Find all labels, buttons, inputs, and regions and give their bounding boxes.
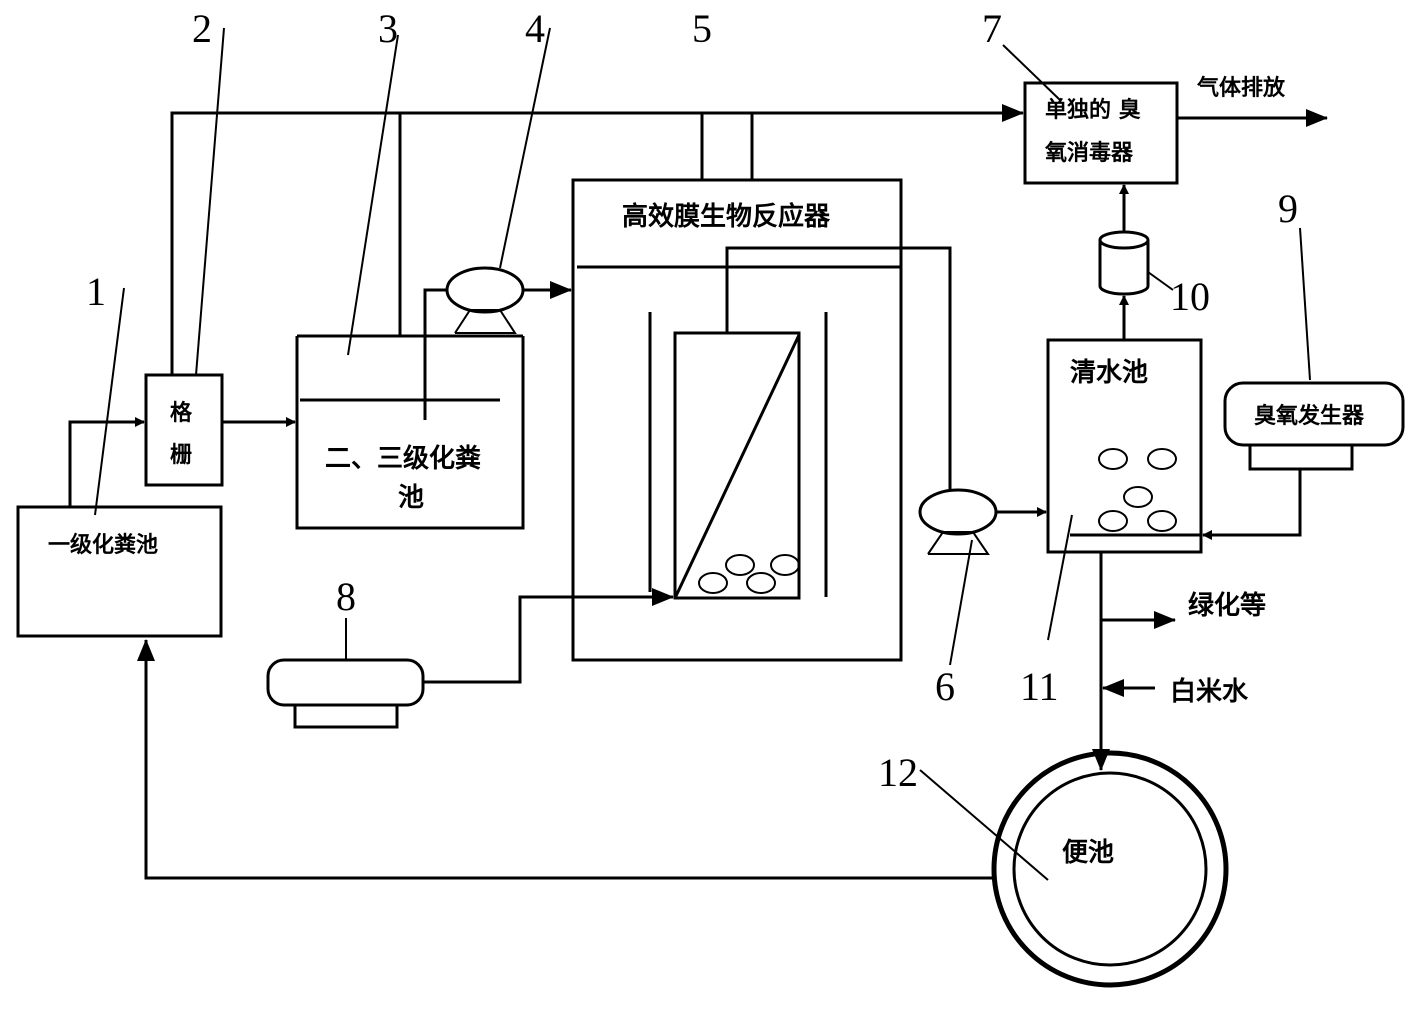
ozone-disinfector: 单独的 臭 氧消毒器 <box>1023 81 1179 185</box>
primary-septic-tank-label: 一级化粪池 <box>48 532 158 558</box>
clear-water-tank: 清水池 <box>1046 338 1203 554</box>
pump-6 <box>918 488 998 555</box>
bar-screen: 格 栅 <box>144 373 224 487</box>
label-num-3: 3 <box>378 6 398 51</box>
flow-toilet-to-primary <box>137 639 994 880</box>
bubble <box>770 554 800 576</box>
flow-mbr-to-pump6 <box>725 246 952 490</box>
label-num-7: 7 <box>982 6 1002 51</box>
membrane-diagonal <box>674 334 801 597</box>
bar-screen-label-2: 栅 <box>170 443 192 468</box>
label-num-11: 11 <box>1020 664 1059 709</box>
toilet-tank-label: 便池 <box>1062 838 1114 868</box>
membrane-bioreactor: 高效膜生物反应器 <box>571 178 903 662</box>
blower-8 <box>266 658 425 729</box>
ozone-generator: 臭氧发生器 <box>1223 381 1405 471</box>
bubble <box>698 572 728 594</box>
rice-water-label: 白米水 <box>1170 676 1249 707</box>
label-num-10: 10 <box>1170 274 1210 319</box>
cylinder-top <box>1098 230 1150 250</box>
flow-primary-to-screen <box>68 417 145 507</box>
bar-screen-box <box>144 373 224 487</box>
bubble <box>725 554 755 576</box>
bubble <box>1098 510 1128 532</box>
ozone-generator-label: 臭氧发生器 <box>1254 403 1365 429</box>
pump-4-body <box>445 266 525 314</box>
pump-6-body <box>918 488 998 536</box>
label-num-5: 5 <box>692 6 712 51</box>
primary-septic-tank-box <box>16 505 223 638</box>
flow-blower-to-mbr <box>423 588 674 684</box>
pump-4-base <box>454 309 517 334</box>
gas-emission-label: 气体排放 <box>1196 75 1286 101</box>
flow-secondary-to-pump4 <box>423 288 447 420</box>
leader-1 <box>94 287 125 516</box>
leader-10 <box>1147 271 1174 291</box>
toilet-tank-outer <box>991 750 1229 988</box>
pump-4 <box>445 266 525 334</box>
mbr-label: 高效膜生物反应器 <box>622 201 831 232</box>
secondary-septic-tank: 二、三级化粪 池 <box>295 334 525 530</box>
blower-8-base <box>293 703 399 729</box>
bubble <box>1123 486 1153 508</box>
gas-collection-header <box>170 104 1024 375</box>
bubble <box>1147 510 1177 532</box>
leader-4 <box>499 27 551 269</box>
clear-water-tank-label: 清水池 <box>1070 358 1148 388</box>
leader-2 <box>195 27 225 376</box>
leader-7 <box>1002 44 1061 101</box>
leader-9 <box>1299 227 1311 381</box>
bar-screen-label-1: 格 <box>170 400 193 426</box>
label-num-12: 12 <box>878 750 918 795</box>
label-num-1: 1 <box>86 269 106 314</box>
bubble <box>1098 448 1128 470</box>
label-num-9: 9 <box>1278 186 1298 231</box>
label-num-2: 2 <box>192 6 212 51</box>
ozone-disinfector-label-2: 氧消毒器 <box>1044 140 1134 166</box>
label-num-4: 4 <box>525 6 545 51</box>
ozone-generator-base <box>1248 443 1354 471</box>
ozone-disinfector-label-1: 单独的 臭 <box>1045 97 1141 123</box>
leader-6 <box>949 539 973 666</box>
leader-12 <box>919 769 1049 881</box>
cylinder-body <box>1098 240 1150 296</box>
bubble <box>746 572 776 594</box>
label-num-8: 8 <box>336 574 356 619</box>
leader-11 <box>1047 514 1073 641</box>
bubble <box>1147 448 1177 470</box>
leader-3 <box>347 34 399 356</box>
blower-8-body <box>266 658 425 707</box>
greening-label: 绿化等 <box>1188 590 1266 621</box>
off-gas-cylinder <box>1098 230 1150 296</box>
flow-ozone-to-clear-tank <box>1202 469 1302 540</box>
secondary-tank-walls <box>295 336 525 530</box>
secondary-tank-label-1: 二、三级化粪 <box>325 443 481 474</box>
pump-6-base <box>927 531 990 555</box>
primary-septic-tank: 一级化粪池 <box>16 505 223 638</box>
label-num-6: 6 <box>935 664 955 709</box>
ozone-disinfector-box <box>1023 81 1179 185</box>
toilet-tank-inner <box>1012 771 1208 967</box>
toilet-tank: 便池 <box>991 750 1229 988</box>
secondary-tank-label-2: 池 <box>398 483 424 513</box>
